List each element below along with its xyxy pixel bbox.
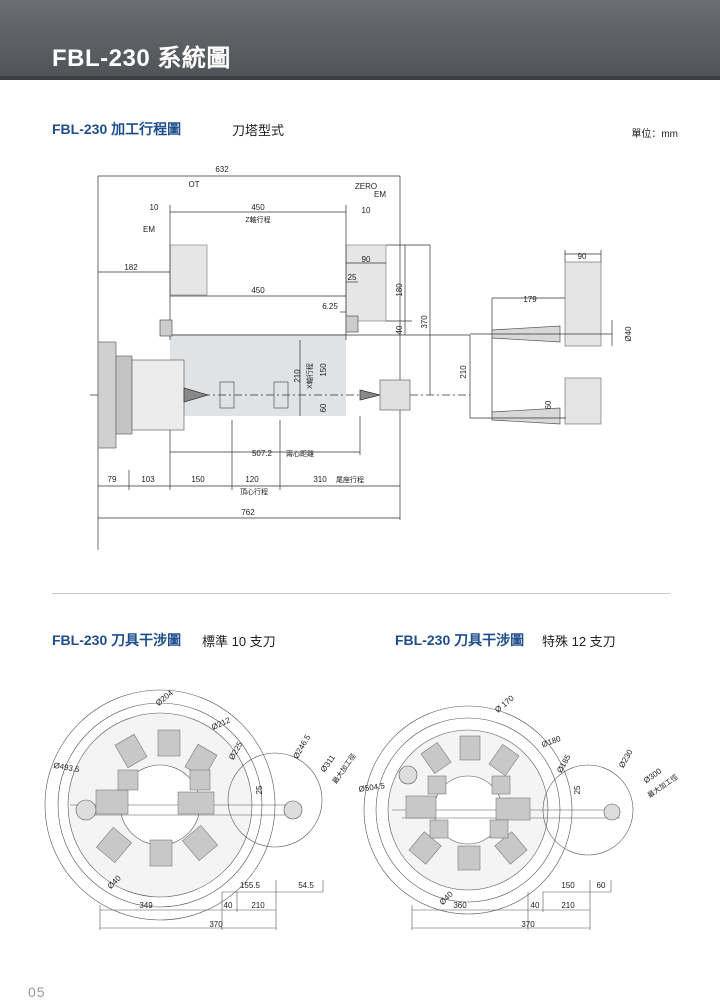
center-distance-label: 兩心距離 [286,449,314,458]
dim-em-left: EM [143,225,155,234]
std-subtitle: 標準 10 支刀 [202,634,276,649]
dim-310: 310 [313,475,327,484]
dim-150-side: 150 [319,363,328,377]
dim-dia-40: Ø40 [624,326,633,342]
std-dia-246-5: Ø246.5 [291,733,312,761]
std-dim-210: 210 [251,901,265,910]
dim-6-25: 6.25 [322,302,338,311]
std-dim-370: 370 [209,920,223,929]
std-dia-225: Ø225 [227,740,245,762]
x-stroke-label: X軸行程 [305,363,314,389]
std-dim-54-5: 54.5 [298,881,314,890]
dim-103: 103 [141,475,155,484]
sp-dia-504-5: Ø504.5 [358,781,386,794]
dim-507-2: 507.2 [252,449,273,458]
std-dim-349: 349 [139,901,153,910]
sp-dim-150: 150 [561,881,575,890]
sp-dia-185: Ø185 [555,753,573,775]
dim-60-side: 60 [319,403,328,412]
special-subtitle: 特殊 12 支刀 [542,634,616,649]
page-header [0,0,720,80]
tail-stroke-label: 尾座行程 [336,475,364,484]
special-title: FBL-230 刀具干涉圖 [395,632,525,648]
sp-dim-60: 60 [597,881,606,890]
sp-dia-180: Ø180 [540,734,562,749]
dim-em-right: EM [374,190,386,199]
dim-182: 182 [124,263,138,272]
dim-370: 370 [420,315,429,329]
dim-90-top: 90 [362,255,371,264]
std-dim-25: 25 [255,785,264,794]
dim-10-right: 10 [362,206,371,215]
sp-dim-360: 360 [453,901,467,910]
std-dia-493-5: Ø493.5 [53,761,81,775]
dim-150-bottom: 150 [191,475,205,484]
dim-25: 25 [348,273,357,282]
dim-210-right: 210 [459,365,468,379]
std-dim-155-5: 155.5 [240,881,261,890]
z-stroke-label: Z軸行程 [245,215,270,224]
dim-120: 120 [245,475,259,484]
dim-450-top: 450 [251,203,265,212]
dim-zero: ZERO [355,182,377,191]
std-dia-204: Ø204 [154,688,175,708]
sp-dim-210: 210 [561,901,575,910]
process-title: FBL-230 加工行程圖 [52,121,182,137]
header-strip [0,76,720,80]
sp-dia-170: Ø 170 [493,693,516,714]
sp-dim-370: 370 [521,920,535,929]
dim-60-right: 60 [544,400,553,409]
sp-dia-230: Ø230 [617,748,635,770]
dim-450-mid: 450 [251,286,265,295]
sp-dim-25: 25 [573,785,582,794]
dim-210-left: 210 [293,369,302,383]
sp-dia-300: Ø300 [642,766,664,785]
dim-90-right: 90 [578,252,587,261]
tail-center-label: 頂心行程 [240,487,268,496]
section-divider [52,593,670,594]
dim-ot: OT [188,180,199,189]
std-dia-311: Ø311 [319,753,338,774]
dim-40: 40 [395,325,404,334]
dim-79: 79 [108,475,117,484]
page-title: FBL-230 系統圖 [52,45,231,72]
dim-179: 179 [523,295,537,304]
process-subtitle: 刀塔型式 [232,123,285,138]
std-dim-40: 40 [224,901,233,910]
unit-label: 單位：mm [631,129,678,140]
dim-180: 180 [395,283,404,297]
std-title: FBL-230 刀具干涉圖 [52,632,182,648]
dim-632: 632 [215,165,229,174]
dim-762: 762 [241,508,255,517]
dim-10-left: 10 [150,203,159,212]
page-number: 05 [28,984,46,1000]
sp-dim-40: 40 [531,901,540,910]
